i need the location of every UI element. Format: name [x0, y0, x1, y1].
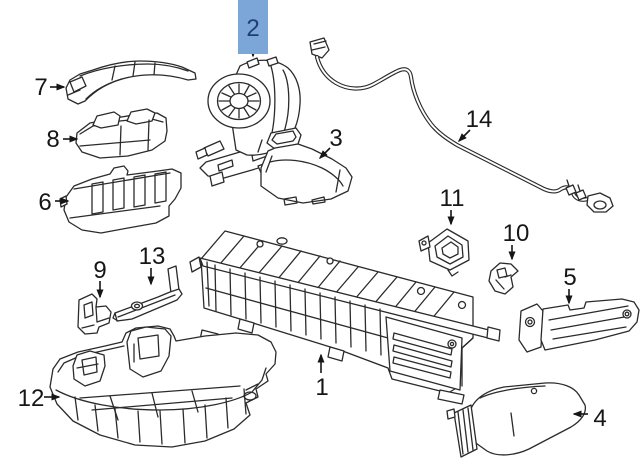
callout-2-highlight[interactable]: [238, 0, 268, 54]
callout-8-label[interactable]: 8: [46, 126, 59, 153]
callout-3-label[interactable]: 3: [329, 125, 342, 152]
part-5-mounting-bracket[interactable]: [518, 298, 640, 353]
callout-7-label[interactable]: 7: [34, 74, 47, 101]
callout-1-label[interactable]: 1: [315, 374, 328, 401]
part-8-junction-cover[interactable]: [75, 108, 168, 159]
part-6-carrier-bracket[interactable]: [59, 165, 182, 234]
callout-10-label[interactable]: 10: [503, 220, 530, 247]
part-9-bracket[interactable]: [77, 293, 112, 335]
part-3-blower-duct[interactable]: [260, 127, 353, 206]
callout-2[interactable]: 2: [238, 0, 268, 54]
part-14-wire-harness[interactable]: [309, 37, 614, 213]
part-12-battery-tray[interactable]: [49, 325, 277, 448]
callout-3-arrow: [318, 147, 331, 160]
callout-2-label[interactable]: 2: [246, 15, 259, 42]
callout-5-label[interactable]: 5: [563, 264, 576, 291]
callout-14-label[interactable]: 14: [466, 106, 493, 133]
part-4-duct-cover[interactable]: [446, 382, 587, 458]
callout-14-arrow: [457, 129, 471, 143]
part-10-clamp-bracket[interactable]: [488, 262, 519, 295]
callout-12-label[interactable]: 12: [18, 385, 45, 412]
part-11-sensor-module[interactable]: [418, 228, 470, 277]
callout-6-label[interactable]: 6: [38, 189, 51, 216]
callout-9-label[interactable]: 9: [93, 257, 106, 284]
part-7-intake-duct[interactable]: [65, 60, 197, 105]
part-1-battery-assembly[interactable]: [189, 230, 501, 405]
callout-13-label[interactable]: 13: [139, 243, 166, 270]
callout-4-label[interactable]: 4: [593, 405, 606, 432]
callout-11-label[interactable]: 11: [440, 185, 465, 212]
part-13-side-bracket[interactable]: [112, 265, 183, 322]
callout-arrows: [44, 41, 588, 418]
